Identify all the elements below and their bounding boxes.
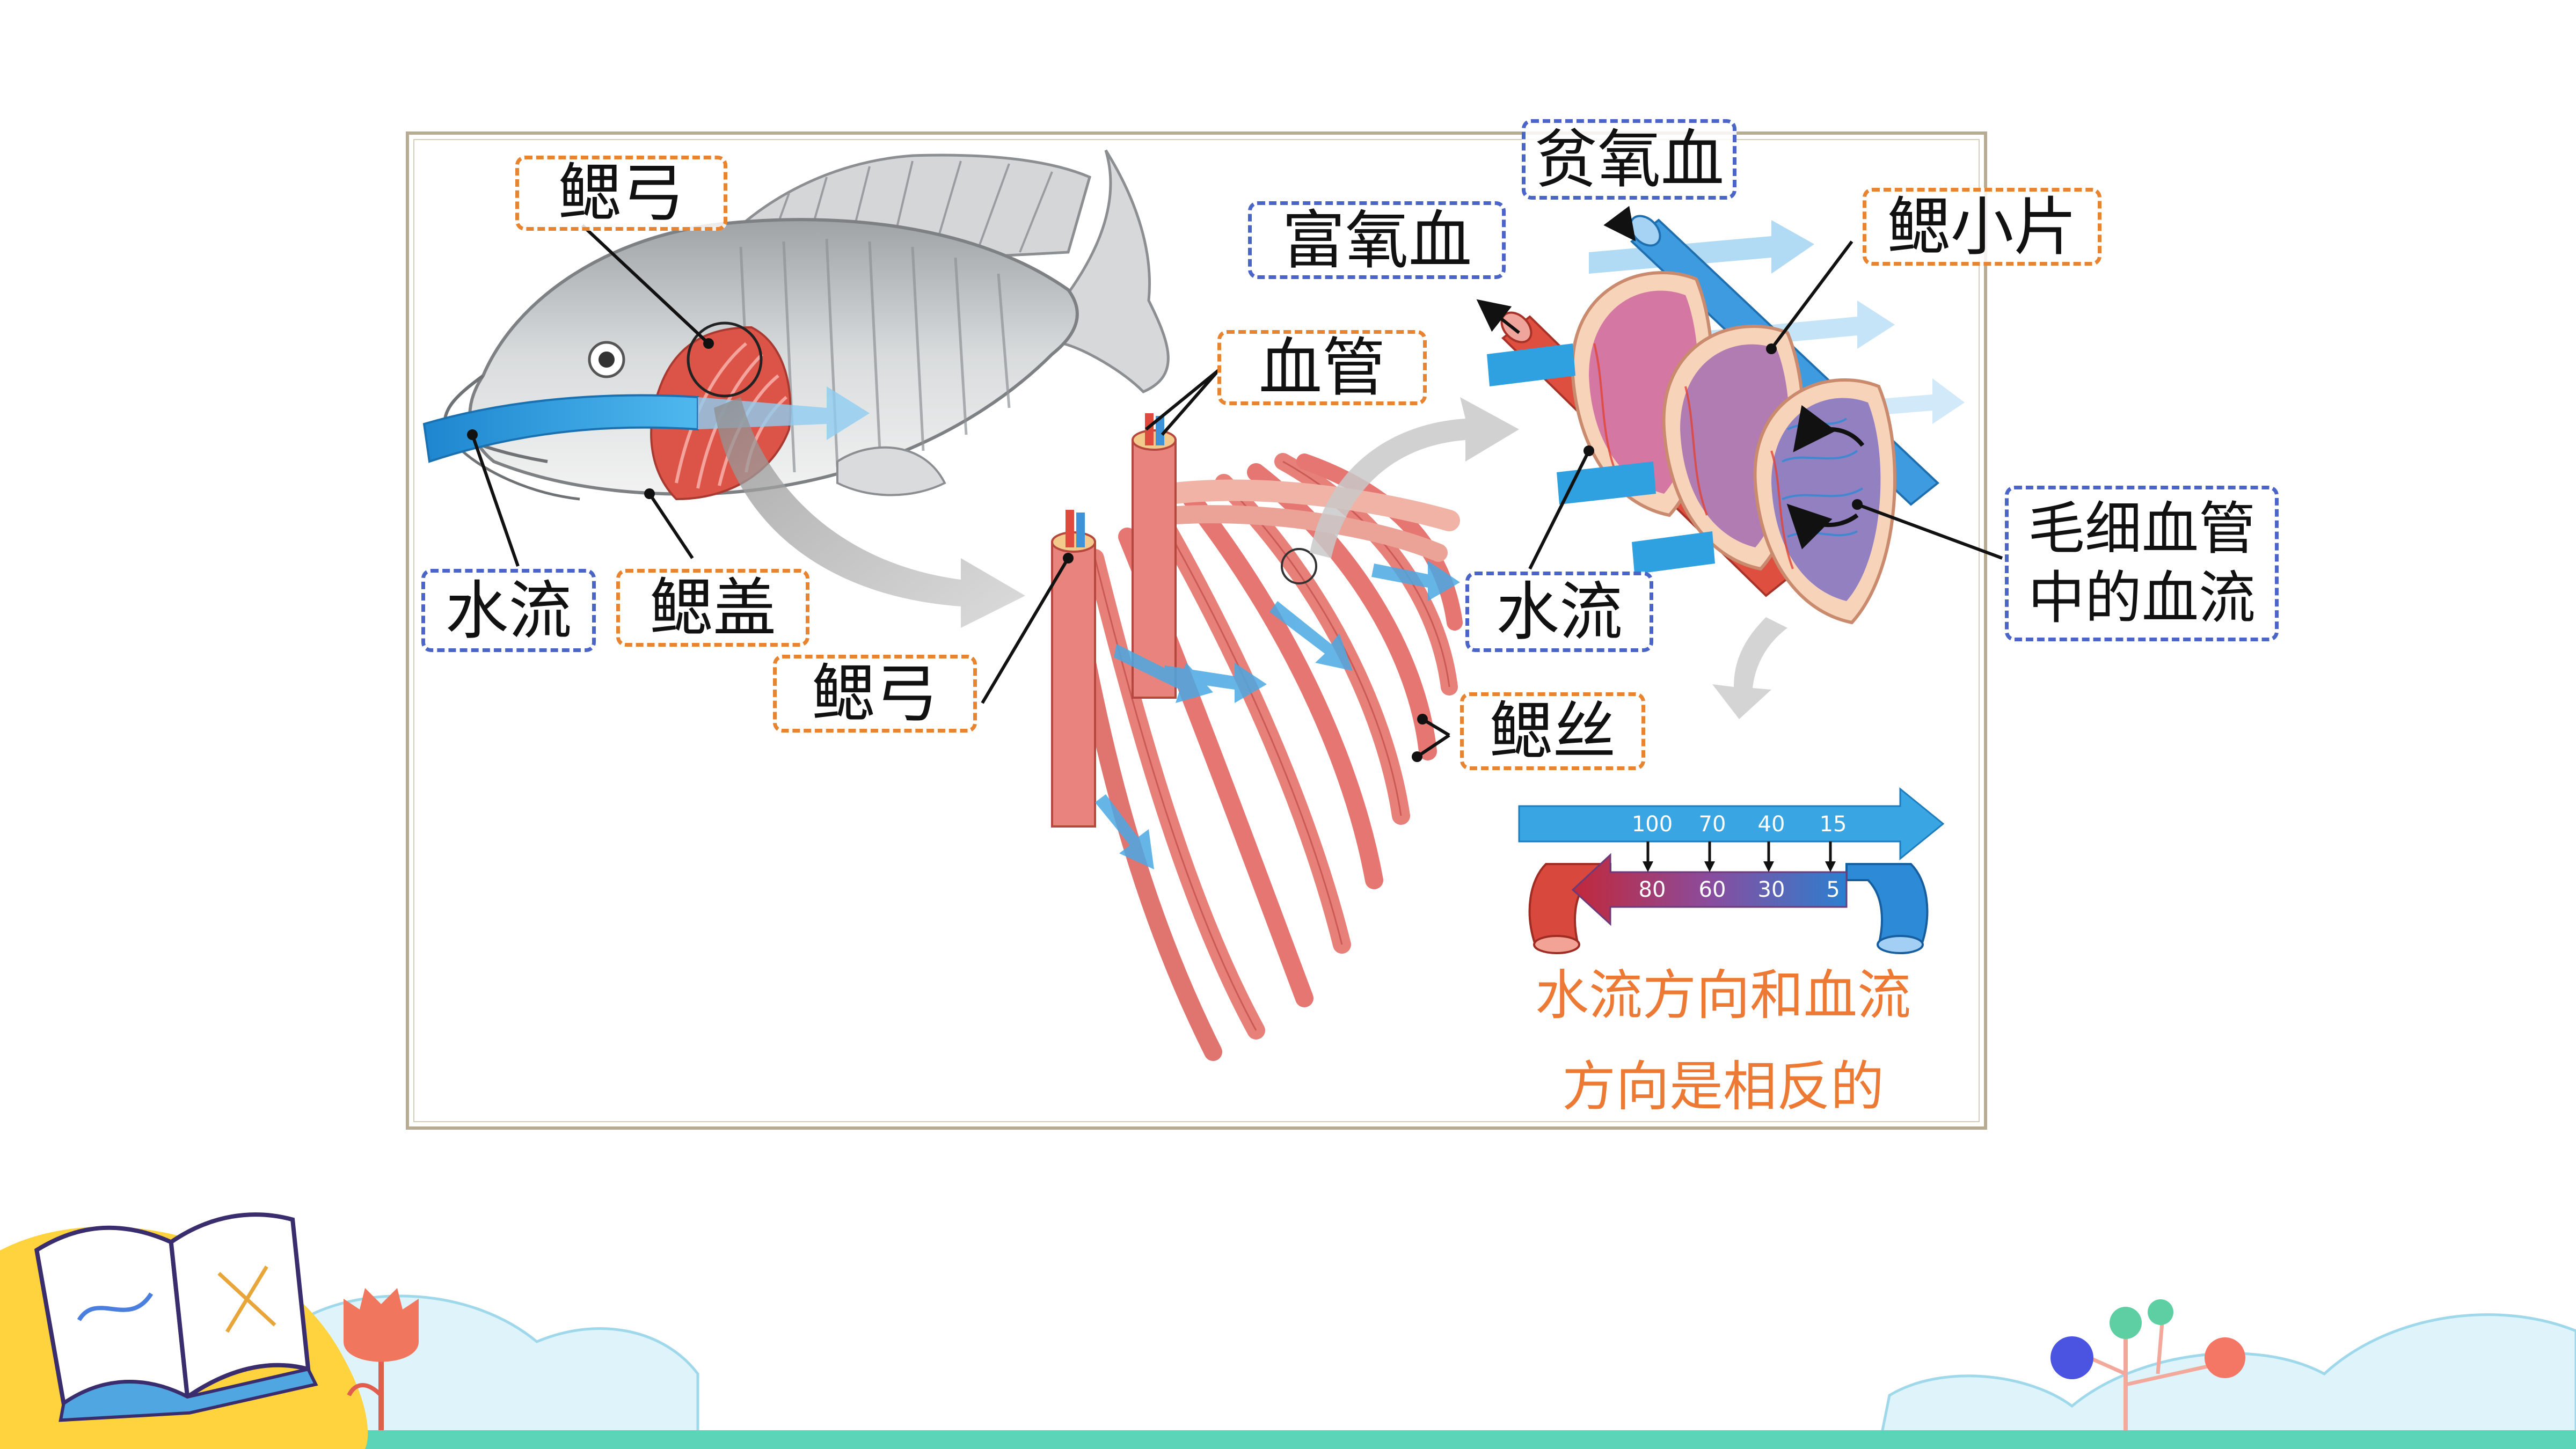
zoom-arrow-1: [714, 397, 1025, 628]
zoom-arrow-2: [1310, 397, 1519, 558]
label-capillary-line1: 毛细血管: [2028, 495, 2256, 562]
label-oxygen-poor-blood: 贫氧血: [1522, 119, 1736, 200]
label-oxygen-rich-blood: 富氧血: [1248, 201, 1506, 279]
lamellae-illustration: [1487, 215, 1965, 625]
label-capillary-blood-flow: 毛细血管 中的血流: [2005, 486, 2279, 641]
label-capillary-line2: 中的血流: [2028, 565, 2256, 631]
flower-icon: [344, 1288, 419, 1430]
label-water-flow-right: 水流: [1465, 572, 1653, 652]
label-gill-lamella: 鳃小片: [1863, 188, 2101, 266]
label-blood-vessel: 血管: [1217, 330, 1427, 405]
bottom-decoration: [0, 1212, 2576, 1449]
leader-lines: [471, 224, 2003, 758]
tree-icon: [2050, 1299, 2245, 1430]
gill-arch-illustration: [1051, 413, 1463, 1061]
blood-value-3: 30: [1758, 877, 1785, 902]
water-value-2: 70: [1699, 812, 1726, 837]
blood-value-1: 80: [1639, 877, 1666, 902]
label-gill-filament: 鳃丝: [1460, 692, 1645, 770]
countercurrent-diagram: 100 70 40 15 80 60 30 5: [1518, 787, 1945, 954]
label-gill-arch-mid: 鳃弓: [773, 655, 977, 733]
blood-value-2: 60: [1699, 877, 1726, 902]
water-value-1: 100: [1632, 812, 1673, 837]
zoom-arrow-3: [1712, 617, 1787, 719]
water-flow-arrow: [1518, 787, 1945, 861]
label-operculum: 鳃盖: [616, 569, 809, 647]
water-value-3: 40: [1758, 812, 1785, 837]
book-icon: [34, 1212, 318, 1422]
label-gill-arch-top: 鳃弓: [515, 156, 727, 231]
caption-line2: 方向是相反的: [1562, 1055, 1884, 1118]
water-value-4: 15: [1820, 812, 1847, 837]
blood-flow-arrow: [1571, 853, 1848, 926]
blood-value-4: 5: [1826, 877, 1840, 902]
caption-line1: 水流方向和血流: [1535, 964, 1911, 1027]
label-water-flow-left: 水流: [421, 569, 596, 652]
